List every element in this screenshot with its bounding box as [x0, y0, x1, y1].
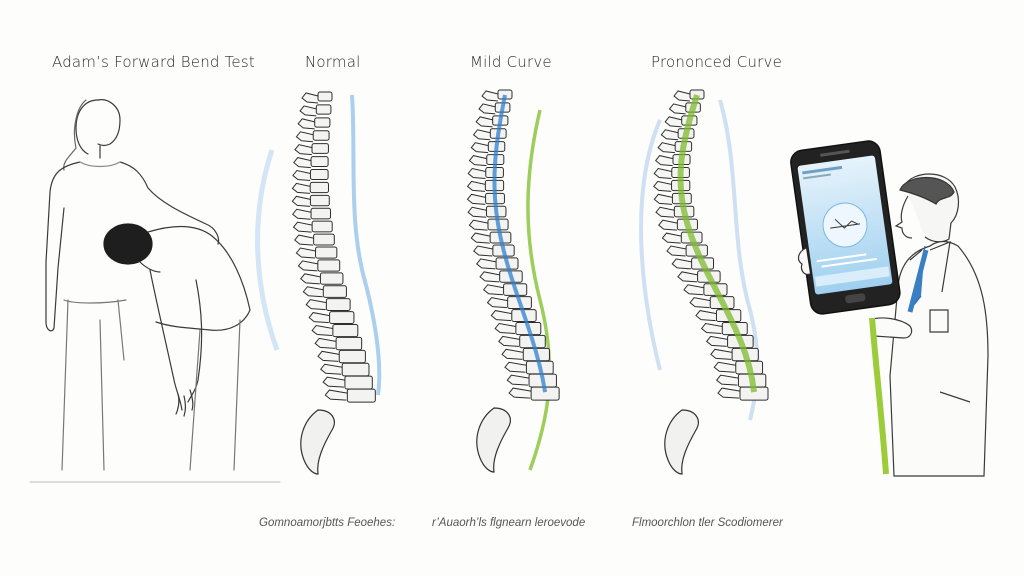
spine-curve-highlight: [677, 94, 757, 393]
vertebra: [294, 143, 329, 156]
vertebra: [494, 322, 542, 336]
normal-curve-right-line: [350, 94, 382, 396]
normal-curve-left-line: [255, 149, 280, 351]
mild-curve-spine: [466, 89, 560, 473]
vertebra: [490, 309, 537, 323]
pronounced-curve-spine: [639, 89, 769, 475]
vertebra: [468, 154, 505, 167]
vertebra: [657, 141, 693, 154]
vertebra: [689, 296, 735, 309]
doctor-figure: [869, 173, 989, 477]
vertebra: [498, 334, 546, 349]
vertebra: [715, 373, 767, 388]
vertebra: [294, 233, 335, 246]
normal-sacrum: [300, 409, 335, 475]
vertebra: [478, 102, 511, 115]
vertebra: [467, 205, 507, 218]
vertebra: [466, 179, 505, 192]
normal-spine-vertebrae: [291, 91, 376, 403]
vertebra: [470, 141, 506, 154]
vertebra: [470, 231, 512, 244]
vertebra: [482, 283, 528, 296]
vertebra: [653, 167, 690, 179]
vertebra: [653, 192, 692, 205]
vertebra: [305, 298, 351, 311]
vertebra: [713, 360, 764, 375]
mild-curve-green-line: [526, 109, 552, 471]
vertebra: [291, 207, 332, 220]
vertebra: [717, 386, 769, 401]
measuring-tape: [869, 317, 889, 475]
vertebra: [468, 218, 509, 231]
vertebra: [710, 347, 759, 362]
vertebra: [314, 336, 363, 351]
vertebra: [311, 324, 359, 338]
vertebra: [292, 169, 329, 181]
doctor-with-scoliometer: [790, 140, 989, 477]
vertebra: [705, 334, 754, 349]
vertebra: [473, 244, 515, 257]
vertebra: [481, 89, 513, 102]
vertebra: [317, 349, 366, 364]
hand-holding-phone: [797, 247, 811, 275]
vertebra: [504, 360, 554, 375]
vertebra: [301, 91, 333, 104]
mild-sacrum: [476, 407, 511, 473]
vertebra: [673, 89, 705, 102]
caption-middle: r’Auaorh’ls flgnearn leroevode: [432, 517, 586, 529]
vertebra: [291, 181, 329, 194]
vertebra: [308, 311, 355, 325]
title-mild-curve: Mild Curve: [470, 53, 552, 71]
smartphone-scoliometer-icon: [790, 140, 901, 315]
vertebra: [501, 347, 550, 362]
bending-patient-figure: [103, 223, 251, 471]
vertebra: [475, 115, 509, 128]
title-pronounced-curve: Prononced Curve: [651, 53, 783, 71]
vertebra: [479, 270, 523, 283]
adams-test-figures: [29, 99, 281, 483]
vertebra: [295, 246, 338, 259]
vertebra: [322, 375, 373, 390]
vertebra: [293, 156, 329, 169]
title-adams-forward-bend-test: Adam’s Forward Bend Test: [52, 53, 255, 71]
caption-right: Flmoorchlon tler Scodiomerer: [632, 517, 783, 529]
vertebra: [324, 388, 376, 403]
pronounced-spine-vertebrae: [653, 89, 769, 401]
vertebra: [291, 194, 330, 207]
spine-curve-highlight: [492, 94, 548, 393]
vertebra: [300, 272, 344, 285]
vertebra: [472, 128, 507, 141]
mild-spine-vertebrae: [466, 89, 560, 401]
vertebra: [653, 179, 691, 192]
vertebra: [467, 167, 504, 179]
vertebra: [486, 296, 532, 309]
vertebra: [466, 192, 505, 205]
vertebra: [295, 130, 330, 143]
vertebra: [297, 117, 331, 130]
caption-left: Gomnoamorjbtts Feoehes:: [259, 517, 396, 529]
vertebra: [297, 259, 341, 272]
vertebra: [700, 322, 748, 336]
standing-examiner-figure: [45, 99, 220, 471]
vertebra: [506, 373, 557, 388]
normal-spine: [255, 91, 382, 475]
pronounced-sacrum: [664, 409, 699, 475]
vertebra: [508, 386, 560, 401]
vertebra: [292, 220, 333, 233]
vertebra: [299, 104, 332, 117]
title-normal: Normal: [305, 53, 361, 71]
vertebra: [475, 257, 519, 270]
vertebra: [302, 285, 347, 298]
vertebra: [320, 362, 370, 377]
